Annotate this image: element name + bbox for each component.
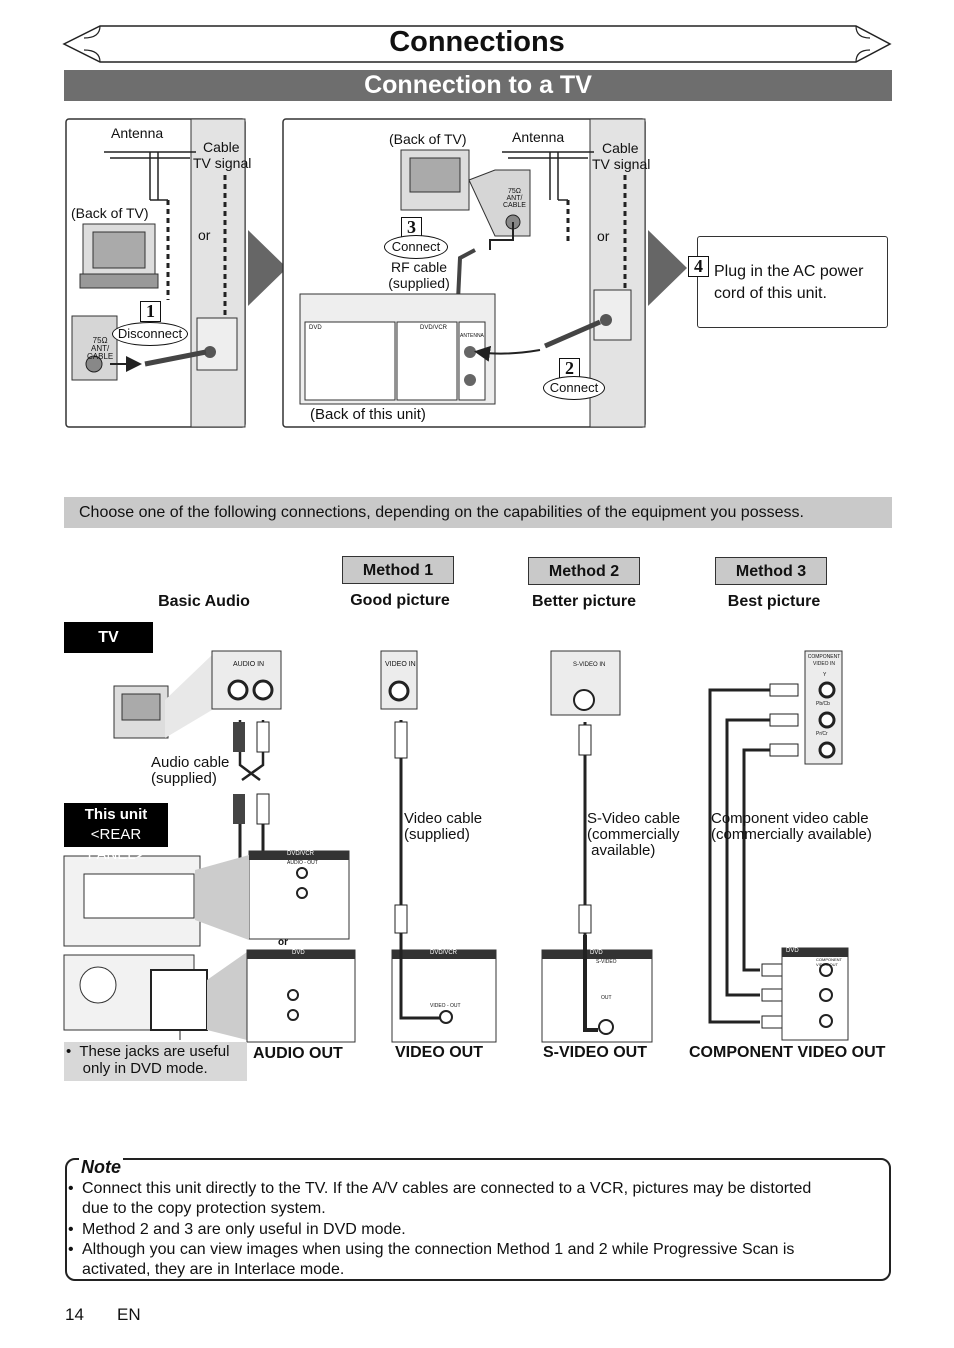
method-1-quality: Good picture <box>350 592 450 609</box>
step-3-label: Connect <box>384 235 448 259</box>
method-1-box: Method 1 <box>342 556 454 584</box>
component-cable-label: Component video cable(commercially avail… <box>711 810 872 843</box>
cable-label-left: Cable <box>203 139 240 155</box>
dvdvcr-audio-panel-label: DVD/VCR <box>287 851 315 857</box>
or-label-mid: or <box>597 228 610 244</box>
video-cable-label: Video cable(supplied) <box>404 810 483 843</box>
step-1-label: Disconnect <box>112 322 188 346</box>
step-4-box <box>697 236 888 328</box>
video-out-small: VIDEO - OUT <box>430 1003 461 1009</box>
back-of-unit-label: (Back of this unit) <box>310 406 426 423</box>
tv-label: TV <box>64 622 153 653</box>
method-3-quality: Best picture <box>727 593 821 610</box>
step-3-number: 3 <box>401 217 422 238</box>
back-of-tv-label-left: (Back of TV) <box>71 205 149 221</box>
video-in-label: VIDEO IN <box>385 661 416 668</box>
choose-instruction: Choose one of the following connections,… <box>64 497 892 528</box>
video-out-label: VIDEO OUT <box>395 1044 484 1061</box>
svideo-small-label: S-VIDEO <box>596 959 617 965</box>
rf-cable-label: RF cable(supplied) <box>388 259 450 291</box>
audio-in-label: AUDIO IN <box>233 661 265 668</box>
cable-label-mid: Cable <box>602 140 639 156</box>
note-item: •Although you can view images when using… <box>68 1241 795 1258</box>
page-title: Connections <box>389 26 565 58</box>
comp-y-label: Y <box>823 672 827 678</box>
or-label-lower: or <box>278 937 288 948</box>
unit-panel-antenna-label: ANTENNA <box>460 333 484 339</box>
jack-note: • These jacks are useful only in DVD mod… <box>66 1043 230 1077</box>
unit-panel-dvdvcr-label: DVD/VCR <box>420 325 448 331</box>
note-item-cont: activated, they are in Interlace mode. <box>82 1261 345 1278</box>
antenna-label-left: Antenna <box>111 125 164 141</box>
comp-pr-label: Pr/Cr <box>816 731 828 737</box>
note-box <box>65 1158 891 1281</box>
note-item: •Connect this unit directly to the TV. I… <box>68 1180 812 1197</box>
page-number: 14 <box>65 1305 84 1324</box>
component-video-out-label: COMPONENT VIDEO OUT <box>689 1044 886 1061</box>
method-2-quality: Better picture <box>531 593 637 610</box>
or-label-left: or <box>198 227 211 243</box>
dvd-svideo-panel-label: DVD <box>590 950 603 956</box>
step-2-label: Connect <box>543 376 605 400</box>
method-2-box: Method 2 <box>528 557 640 585</box>
comp-pb-label: Pb/Cb <box>816 701 830 707</box>
dvd-audio-panel-label: DVD <box>292 950 305 956</box>
audio-cable-label: Audio cable(supplied) <box>151 754 230 787</box>
dvd-component-panel-label: DVD <box>786 948 799 954</box>
basic-audio-label: Basic Audio <box>158 593 250 610</box>
unit-panel-dvd-label: DVD <box>309 325 322 331</box>
step-4-number: 4 <box>688 256 709 277</box>
this-unit-label: This unit<REAR PANEL> <box>64 803 168 863</box>
method-3-box: Method 3 <box>715 557 827 585</box>
note-item-cont: due to the copy protection system. <box>82 1200 326 1217</box>
antenna-icon <box>104 151 196 201</box>
back-of-tv-label-mid: (Back of TV) <box>389 131 467 147</box>
section-title: Connection to a TV <box>64 70 892 101</box>
svideo-out-small-label: OUT <box>601 995 612 1001</box>
antenna-label-mid: Antenna <box>512 129 565 145</box>
tv-signal-label-left: TV signal <box>193 155 252 171</box>
svideo-cable-label: S-Video cable(commercially available) <box>587 810 681 859</box>
note-item: •Method 2 and 3 are only useful in DVD m… <box>68 1221 406 1238</box>
tv-back-icon <box>79 223 159 289</box>
language-code: EN <box>117 1305 141 1324</box>
dvdvcr-video-panel-label: DVD/VCR <box>430 950 458 956</box>
svideo-out-label: S-VIDEO OUT <box>543 1044 648 1061</box>
svideo-in-label: S-VIDEO IN <box>573 662 606 668</box>
audio-out-label: AUDIO OUT <box>253 1045 343 1062</box>
tv-signal-label-mid: TV signal <box>592 156 651 172</box>
note-title: Note <box>79 1157 123 1178</box>
dvdvcr-audio-out-small: AUDIO - OUT <box>287 860 318 866</box>
